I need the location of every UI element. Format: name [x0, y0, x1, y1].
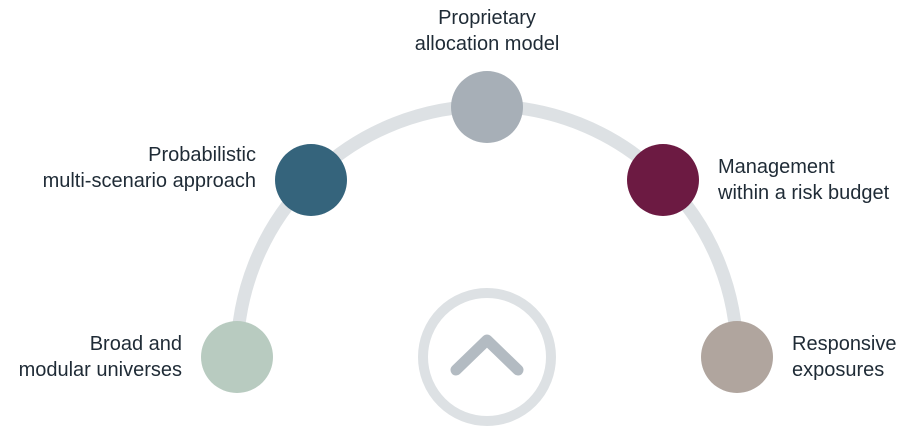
node-circle-management — [627, 144, 699, 216]
connecting-arc — [230, 99, 744, 363]
label-probabilistic-line-1: Probabilistic — [148, 144, 256, 166]
label-proprietary-line-2: allocation model — [414, 33, 560, 55]
label-responsive-line-1: Responsive — [792, 333, 897, 355]
label-management-line-1: Management — [718, 156, 835, 178]
label-proprietary-line-1: Proprietary — [438, 7, 536, 29]
label-broad-line-2: modular universes — [18, 359, 182, 381]
label-proprietary: Proprietary allocation model — [367, 5, 607, 57]
node-circle-responsive — [701, 321, 773, 393]
center-ring — [418, 288, 556, 426]
node-circle-probabilistic — [275, 144, 347, 216]
node-circle-proprietary — [451, 71, 523, 143]
label-probabilistic: Probabilistic multi-scenario approach — [43, 142, 256, 194]
chevron-up-icon — [450, 334, 524, 376]
label-probabilistic-line-2: multi-scenario approach — [42, 170, 256, 192]
node-circle-broad — [201, 321, 273, 393]
label-management: Management within a risk budget — [718, 154, 889, 206]
label-responsive-line-2: exposures — [792, 359, 885, 381]
label-management-line-2: within a risk budget — [718, 182, 890, 204]
label-responsive: Responsive exposures — [792, 331, 897, 383]
label-broad-line-1: Broad and — [89, 333, 182, 355]
label-broad: Broad and modular universes — [19, 331, 182, 383]
